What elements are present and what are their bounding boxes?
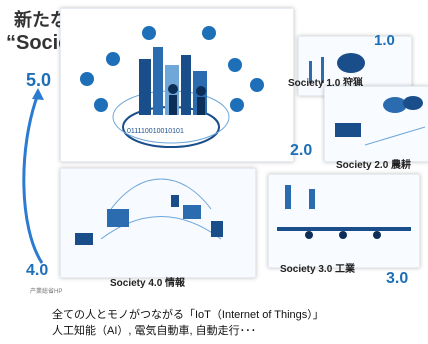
bus-icon [228,58,242,72]
cloud-icon [202,26,216,40]
society-40-card [60,168,256,278]
society-10-label: Society 1.0 狩猟 [288,78,364,89]
music-icon [142,26,156,40]
mail-icon [250,78,264,92]
heart-icon [94,98,108,112]
footer-line1: 全ての人とモノがつながる「IoT（Internet of Things）」 [52,309,324,321]
society-30-label: Society 3.0 工業 [280,264,356,275]
laptop-icon [75,233,93,245]
balance-icon [106,52,120,66]
society-30-card [268,174,420,268]
num-4-0: 4.0 [26,262,49,279]
tablet-icon [211,221,223,237]
num-1-0: 1.0 [374,32,395,49]
factory-icon [285,185,291,209]
num-3-0: 3.0 [386,270,409,287]
tree-icon [383,97,407,113]
cycle-arrow-left [22,88,44,264]
phone-icon [171,195,179,207]
society-20-label: Society 2.0 農耕 [336,160,412,171]
computer-icon [107,209,129,227]
binary-text: 011110010010101 [127,128,184,135]
society-50-card: 011110010010101 [60,8,294,162]
num-5-0: 5.0 [26,70,52,90]
society-20-card [324,86,428,162]
apple-icon [80,72,94,86]
footer-line2: 人工知能（AI）, 電気自動車, 自動走行･･･ [52,325,257,337]
mammoth-icon [337,53,365,73]
society-40-label: Society 4.0 情報 [110,278,186,289]
graduation-icon [230,98,244,112]
source-caption: 产業総省HP [30,289,63,295]
person-icon [168,84,178,94]
society-50-illustration: 011110010010101 [80,26,264,148]
house-icon [183,205,201,219]
num-2-0: 2.0 [290,142,313,159]
